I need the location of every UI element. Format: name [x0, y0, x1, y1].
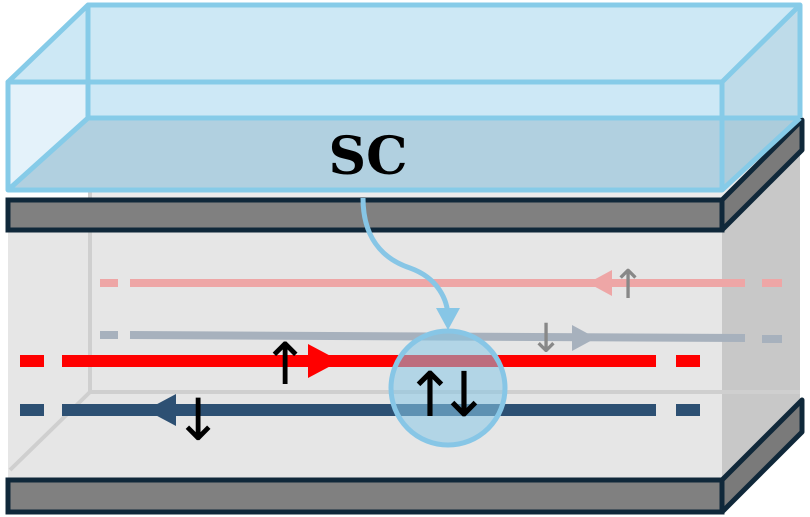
- faded-pink-channel: [100, 270, 782, 296]
- bottom-electrode-face: [5, 477, 725, 515]
- sc-front-face: [8, 82, 722, 190]
- red-arrowhead: [308, 344, 340, 378]
- cooper-pair: ↑ ↓: [388, 328, 508, 448]
- navy-arrowhead: [146, 394, 176, 426]
- red-edge-channel: [20, 344, 700, 378]
- navy-spin: ↓: [174, 386, 223, 454]
- cooper-pair-spin-up: ↑: [404, 358, 456, 431]
- sample-side-face: [722, 150, 800, 480]
- red-spin: ↑: [261, 330, 310, 398]
- faded-gray-spin: ↓: [529, 316, 563, 362]
- sc-pairing-arrow: [360, 197, 453, 323]
- sc-pairing-arrowhead: [436, 308, 460, 330]
- navy-edge-channel: [20, 394, 700, 426]
- sc-label: SC: [329, 126, 408, 187]
- cooper-pair-spin-down: ↓: [438, 358, 490, 431]
- sc-top-face: [8, 5, 800, 82]
- sc-side-face: [722, 5, 800, 190]
- superconductor-block: [5, 2, 803, 193]
- faded-pink-arrowhead: [588, 270, 612, 296]
- faded-gray-arrowhead: [572, 325, 596, 351]
- cooper-pair-circle: [388, 328, 508, 448]
- faded-pink-spin: ↑: [611, 262, 645, 308]
- bottom-electrode: [5, 397, 805, 515]
